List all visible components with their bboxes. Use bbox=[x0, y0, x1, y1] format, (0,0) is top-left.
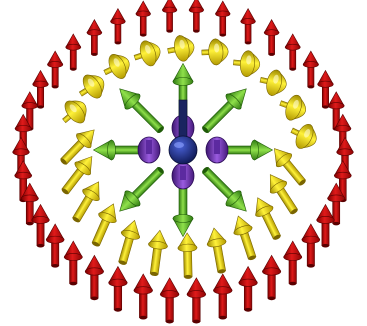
green-spin-arrow bbox=[197, 162, 254, 219]
red-spin-arrow bbox=[85, 255, 103, 300]
red-spin-arrow bbox=[216, 1, 230, 37]
red-spin-arrow bbox=[162, 0, 176, 33]
yellow-spin-cone bbox=[131, 37, 164, 70]
green-spin-arrow bbox=[113, 82, 170, 139]
purple-spin-shaft bbox=[146, 140, 152, 154]
yellow-spin-arrow bbox=[178, 233, 198, 279]
purple-spin-shaft bbox=[214, 140, 220, 154]
green-spin-arrow bbox=[113, 162, 170, 219]
yellow-spin-cone bbox=[232, 49, 261, 77]
yellow-spin-arrow bbox=[249, 194, 286, 244]
red-spin-arrow bbox=[187, 278, 206, 324]
yellow-spin-cone bbox=[286, 119, 321, 154]
green-spin-arrow bbox=[197, 82, 254, 139]
red-spin-arrow bbox=[285, 34, 300, 71]
red-spin-arrow bbox=[64, 241, 82, 285]
red-spin-arrow bbox=[109, 266, 127, 311]
yellow-spin-arrow bbox=[205, 226, 232, 275]
red-spin-arrow bbox=[303, 51, 318, 88]
yellow-spin-cone bbox=[74, 69, 110, 105]
red-spin-arrow bbox=[214, 274, 233, 320]
red-spin-arrow bbox=[284, 241, 302, 285]
red-spin-arrow bbox=[48, 51, 63, 88]
red-spin-arrow bbox=[134, 274, 153, 320]
red-spin-arrow bbox=[136, 1, 150, 37]
yellow-spin-arrow bbox=[229, 213, 262, 263]
purple-spin-shaft bbox=[180, 166, 186, 180]
yellow-spin-arrow bbox=[113, 218, 144, 267]
yellow-spin-cone bbox=[201, 38, 228, 65]
yellow-spin-arrow bbox=[86, 200, 122, 250]
red-spin-arrow bbox=[262, 255, 280, 300]
red-spin-arrow bbox=[66, 34, 81, 71]
red-spin-arrow bbox=[189, 0, 203, 33]
red-spin-arrow bbox=[264, 20, 279, 56]
center-spin-highlight bbox=[174, 142, 184, 148]
red-spin-arrow bbox=[302, 224, 320, 268]
yellow-spin-arrow bbox=[144, 229, 169, 277]
yellow-spin-cone bbox=[166, 33, 196, 63]
yellow-spin-cone bbox=[99, 49, 134, 84]
red-spin-arrow bbox=[87, 20, 102, 56]
red-spin-arrow bbox=[111, 9, 126, 45]
yellow-spin-cone bbox=[56, 94, 93, 131]
red-spin-arrow bbox=[239, 266, 257, 311]
red-spin-arrow bbox=[241, 9, 256, 45]
center-spin-cone bbox=[169, 136, 197, 164]
yellow-spin-cone bbox=[276, 91, 309, 124]
red-spin-arrow bbox=[160, 278, 179, 324]
red-spin-arrow bbox=[46, 224, 64, 268]
yellow-spin-cone bbox=[258, 67, 289, 98]
